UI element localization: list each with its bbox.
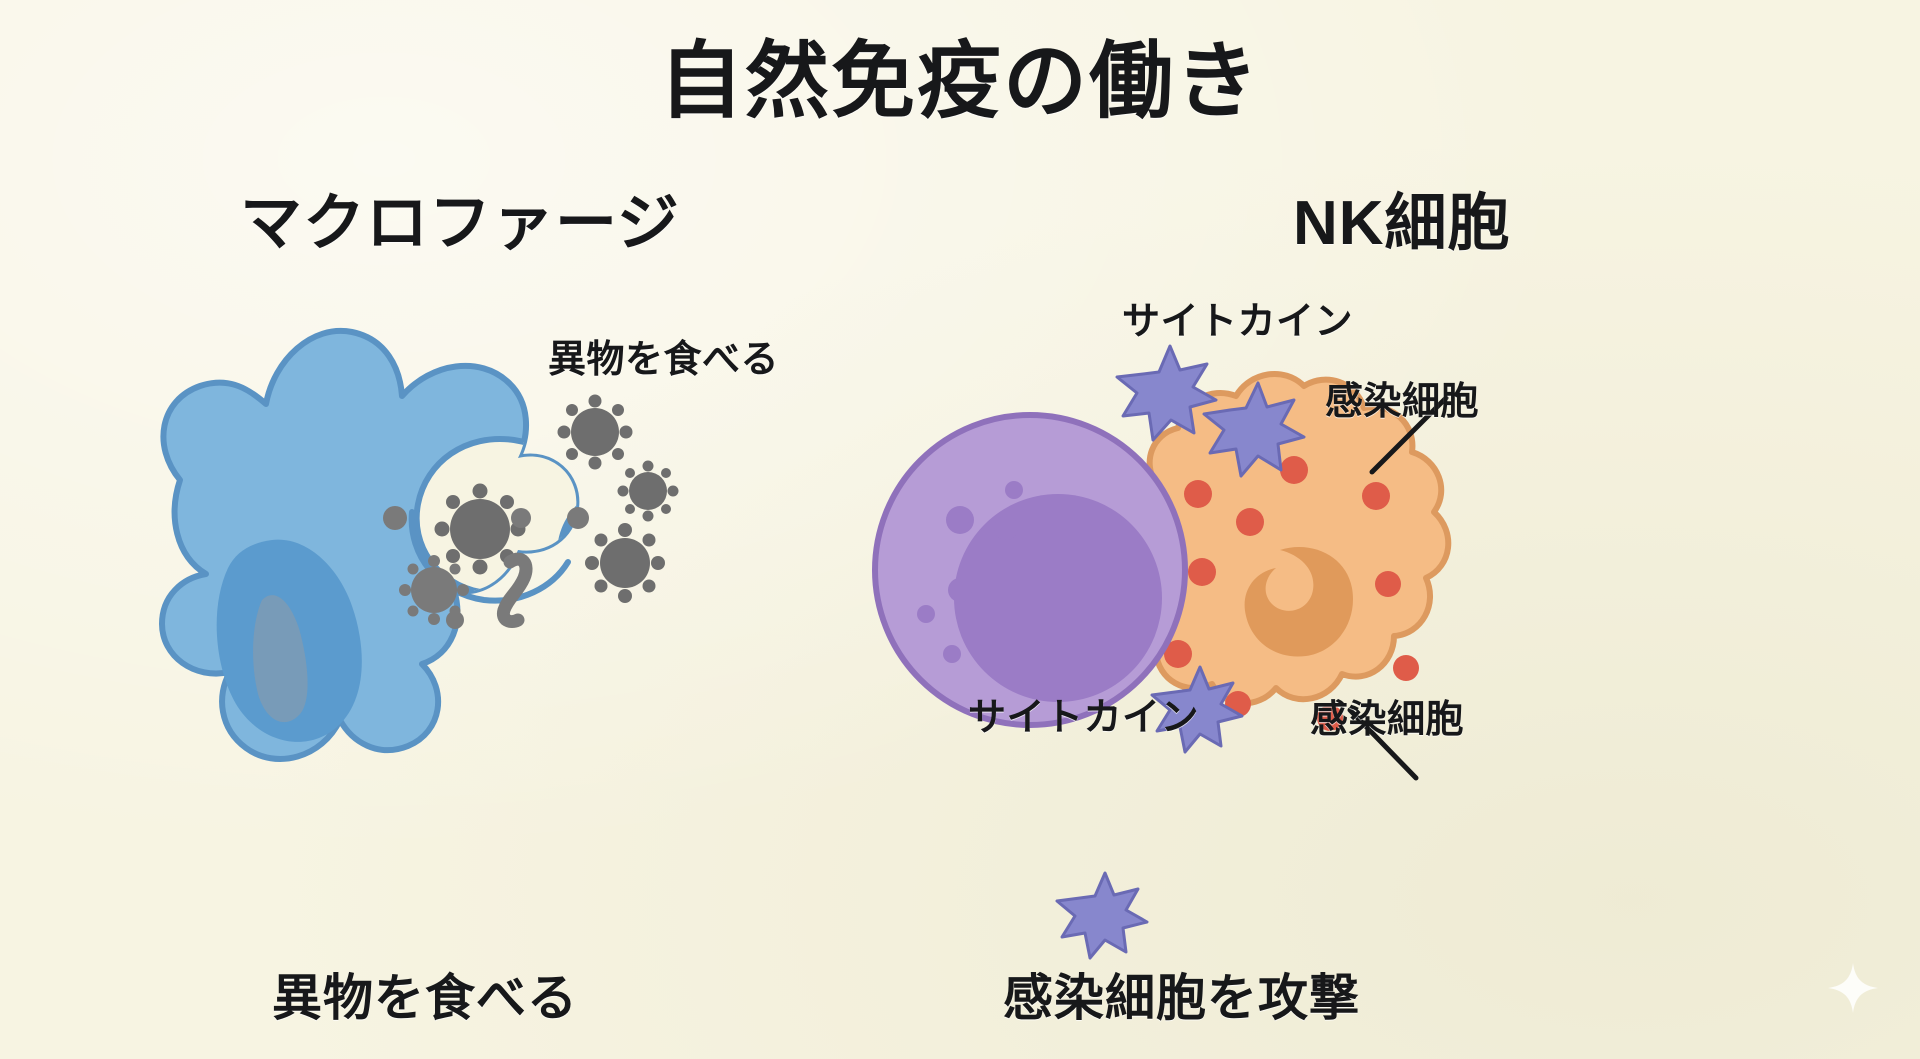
macrophage-nucleus [216,539,362,742]
bacterium-squiggle [496,552,533,628]
virus-marker-dot [1236,508,1264,536]
virus-particle [557,394,633,470]
cytokine-star [1150,665,1244,754]
granule-dot [1005,481,1023,499]
annotation-infected-cell-top: 感染細胞 [1325,381,1480,423]
nk-cell [872,412,1188,728]
debris-dot [383,506,407,530]
virus-marker-dot [1188,558,1216,586]
caption-nk: 感染細胞を攻撃 [1003,970,1360,1026]
panel-heading-macrophage: マクロファージ [240,189,680,258]
granule-dot [943,645,961,663]
annotation-cytokine-bottom: サイトカイン [968,697,1200,739]
pathogen-cluster [383,483,533,629]
nk-cell-illustration [872,344,1452,960]
leader-line-infected-top [1369,395,1449,475]
virus-marker-dot [1317,705,1343,731]
sparkle-icon [1828,963,1878,1013]
leader-line-infected-bottom [1347,707,1419,781]
panel-heading-nk: NK細胞 [1293,189,1511,258]
page-title: 自然免疫の働き [658,34,1261,128]
cytokine-star [1202,381,1306,478]
granule-dot [917,605,935,623]
virus-particle [434,483,526,575]
debris-dot [446,611,464,629]
virus-particle [585,523,665,603]
virus-particle [617,460,679,522]
caption-macrophage: 異物を食べる [272,970,578,1026]
virus-marker-dot [1280,456,1308,484]
cytokine-star [1055,871,1149,960]
virus-marker-dot [1184,480,1212,508]
granule-dot [994,516,1018,540]
virus-marker-dot [1375,571,1401,597]
free-pathogen-cluster [557,394,679,603]
annotation-phagocytose: 異物を食べる [548,339,780,381]
virus-marker-dot [1362,482,1390,510]
virus-marker-dot [1393,655,1419,681]
annotation-infected-cell-bottom: 感染細胞 [1310,699,1465,741]
granule-dot [946,506,974,534]
nk-cell-nucleus [954,494,1162,702]
annotation-cytokine-top: サイトカイン [1122,301,1354,343]
cytokine-star [1115,344,1218,442]
macrophage-illustration [159,327,679,762]
virus-marker-dot [1164,640,1192,668]
granule-dot [948,578,972,602]
debris-dot [567,507,589,529]
debris-dot [511,508,531,528]
